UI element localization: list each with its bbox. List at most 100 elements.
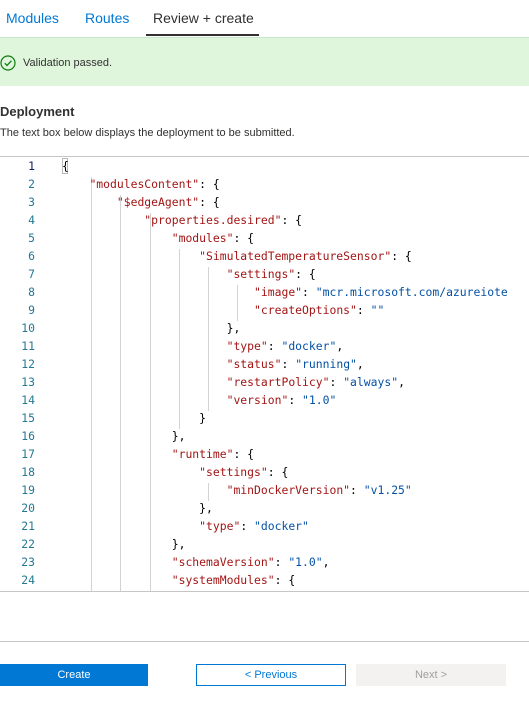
active-tab-indicator xyxy=(146,34,259,36)
json-punctuation: : xyxy=(356,303,371,317)
code-content[interactable]: { "modulesContent": { "$edgeAgent": { "p… xyxy=(62,157,529,591)
json-string-value: "1.0" xyxy=(288,555,323,569)
json-punctuation: : { xyxy=(295,267,316,281)
code-line: }, xyxy=(62,537,186,551)
code-line: "createOptions": "" xyxy=(62,303,384,317)
json-key: "restartPolicy" xyxy=(226,375,330,389)
tab-routes[interactable]: Routes xyxy=(85,10,130,26)
line-number: 18 xyxy=(21,465,35,479)
json-punctuation: }, xyxy=(62,321,241,335)
json-punctuation: : xyxy=(302,285,316,299)
json-punctuation: }, xyxy=(62,537,186,551)
json-punctuation xyxy=(62,483,227,497)
indent-guide xyxy=(91,177,93,591)
line-number: 2 xyxy=(28,177,35,191)
code-line: "$edgeAgent": { xyxy=(62,195,220,209)
json-punctuation: : { xyxy=(199,177,220,191)
line-number: 14 xyxy=(21,393,35,407)
json-punctuation xyxy=(62,375,227,389)
line-number: 3 xyxy=(28,195,35,209)
json-punctuation: : xyxy=(281,357,296,371)
code-line: } xyxy=(62,411,206,425)
json-key: "modulesContent" xyxy=(89,177,200,191)
json-punctuation: , xyxy=(336,339,344,353)
code-line: "status": "running", xyxy=(62,357,364,371)
json-punctuation xyxy=(62,447,172,461)
footer-divider xyxy=(0,641,529,642)
json-punctuation xyxy=(62,177,89,191)
indent-guide xyxy=(208,267,209,411)
json-key: "systemModules" xyxy=(171,573,275,587)
json-key: "modules" xyxy=(171,231,234,245)
json-string-value: "" xyxy=(370,303,385,317)
json-punctuation xyxy=(62,357,227,371)
code-line: }, xyxy=(62,501,213,515)
json-key: "settings" xyxy=(226,267,296,281)
json-punctuation xyxy=(62,267,227,281)
json-key: "version" xyxy=(226,393,289,407)
json-punctuation: : { xyxy=(199,195,220,209)
line-number: 10 xyxy=(21,321,35,335)
code-line: "version": "1.0" xyxy=(62,393,337,407)
json-punctuation xyxy=(62,339,227,353)
code-line: "restartPolicy": "always", xyxy=(62,375,405,389)
json-key: "createOptions" xyxy=(254,303,357,317)
code-line: "SimulatedTemperatureSensor": { xyxy=(62,249,412,263)
json-punctuation: { xyxy=(62,159,69,173)
code-line: "settings": { xyxy=(62,465,288,479)
json-punctuation xyxy=(62,303,254,317)
code-line: "type": "docker", xyxy=(62,339,344,353)
code-line: "properties.desired": { xyxy=(62,213,302,227)
json-punctuation: : xyxy=(274,555,289,569)
code-line: "modulesContent": { xyxy=(62,177,220,191)
indent-guide xyxy=(149,213,151,591)
json-key: "type" xyxy=(226,339,268,353)
json-punctuation: , xyxy=(398,375,405,389)
json-punctuation xyxy=(62,573,172,587)
json-punctuation: : xyxy=(267,339,282,353)
next-button[interactable]: Next > xyxy=(356,664,506,686)
code-line: "image": "mcr.microsoft.com/azureiote xyxy=(62,285,508,299)
create-button[interactable]: Create xyxy=(0,664,148,686)
json-key: "schemaVersion" xyxy=(171,555,275,569)
json-punctuation: : { xyxy=(274,573,296,587)
json-punctuation xyxy=(62,213,144,227)
tab-bar: Modules Routes Review + create xyxy=(0,0,529,37)
bracket-match-highlight xyxy=(62,158,68,174)
line-number: 12 xyxy=(21,357,35,371)
code-line: "type": "docker" xyxy=(62,519,309,533)
line-number: 22 xyxy=(21,537,35,551)
validation-message: Validation passed. xyxy=(23,57,113,69)
line-number: 16 xyxy=(21,429,35,443)
json-key: "type" xyxy=(199,519,241,533)
deployment-description: The text box below displays the deployme… xyxy=(0,127,295,139)
json-string-value: "docker" xyxy=(254,519,309,533)
line-number: 24 xyxy=(21,573,35,587)
json-key: "runtime" xyxy=(171,447,234,461)
json-punctuation xyxy=(62,249,199,263)
json-string-value: "docker" xyxy=(281,339,337,353)
json-punctuation: , xyxy=(322,555,330,569)
json-string-value: "running" xyxy=(295,357,357,371)
json-key: "status" xyxy=(226,357,282,371)
json-punctuation: : { xyxy=(281,213,303,227)
line-number: 19 xyxy=(21,483,35,497)
json-punctuation xyxy=(62,393,227,407)
tab-review-create[interactable]: Review + create xyxy=(153,10,254,26)
code-line: "schemaVersion": "1.0", xyxy=(62,555,330,569)
json-key: "SimulatedTemperatureSensor" xyxy=(199,249,392,263)
code-line: }, xyxy=(62,321,241,335)
code-line: "modules": { xyxy=(62,231,254,245)
json-string-value: "v1.25" xyxy=(363,483,412,497)
json-punctuation: : xyxy=(288,393,303,407)
json-punctuation: : { xyxy=(391,249,412,263)
tab-modules[interactable]: Modules xyxy=(6,10,59,26)
previous-button[interactable]: < Previous xyxy=(196,664,346,686)
json-punctuation: : { xyxy=(233,447,255,461)
line-number: 20 xyxy=(21,501,35,515)
line-number: 5 xyxy=(28,231,35,245)
json-string-value: "always" xyxy=(343,375,399,389)
json-punctuation xyxy=(62,285,254,299)
